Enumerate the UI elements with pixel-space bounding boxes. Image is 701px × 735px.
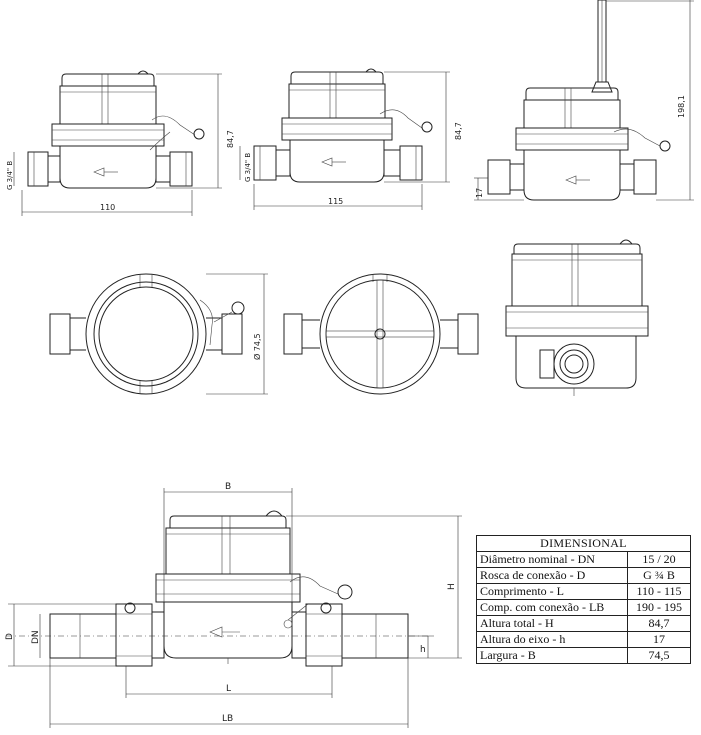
row-value: G ¾ B	[627, 567, 691, 584]
dim-label-h: h	[420, 645, 426, 655]
dim-label-L: L	[226, 684, 231, 694]
meter-view-front-110: 110 84,7 G 3/4" B	[6, 70, 235, 216]
meter-view-with-antenna: 198,1 17	[474, 0, 694, 201]
dim-84-7-b: 84,7	[454, 122, 463, 140]
dim-label-B: B	[225, 482, 231, 492]
table-title: DIMENSIONAL	[476, 535, 691, 552]
row-value: 110 - 115	[627, 583, 691, 600]
meter-view-main: B H D DN h L LB	[5, 482, 462, 728]
dim-84-7-a: 84,7	[226, 130, 235, 148]
row-label: Largura - B	[476, 647, 628, 664]
thread-label-a: G 3/4" B	[6, 161, 14, 190]
row-value: 74,5	[627, 647, 691, 664]
row-label: Diâmetro nominal - DN	[476, 551, 628, 568]
row-value: 15 / 20	[627, 551, 691, 568]
dim-17: 17	[475, 188, 484, 198]
meter-view-plan-cross	[283, 273, 479, 395]
row-label: Comp. com conexão - LB	[476, 599, 628, 616]
meter-view-plan-open: Ø 74,5	[49, 273, 268, 395]
row-label: Altura do eixo - h	[476, 631, 628, 648]
dim-label-D: D	[5, 633, 15, 640]
row-label: Comprimento - L	[476, 583, 628, 600]
row-label: Altura total - H	[476, 615, 628, 632]
dim-label-H: H	[447, 583, 457, 590]
dim-label-DN: DN	[31, 630, 41, 644]
meter-view-front-115: 115 84,7 G 3/4" B	[239, 68, 463, 210]
dim-110: 110	[100, 203, 115, 212]
thread-label-b: G 3/4" B	[244, 153, 252, 182]
meter-view-side	[505, 239, 649, 396]
row-value: 17	[627, 631, 691, 648]
row-value: 190 - 195	[627, 599, 691, 616]
dim-diameter-74-5: Ø 74,5	[252, 333, 262, 360]
dim-label-LB: LB	[222, 714, 233, 724]
dim-115: 115	[328, 197, 343, 206]
row-value: 84,7	[627, 615, 691, 632]
row-label: Rosca de conexão - D	[476, 567, 628, 584]
dim-198-1: 198,1	[677, 95, 686, 118]
